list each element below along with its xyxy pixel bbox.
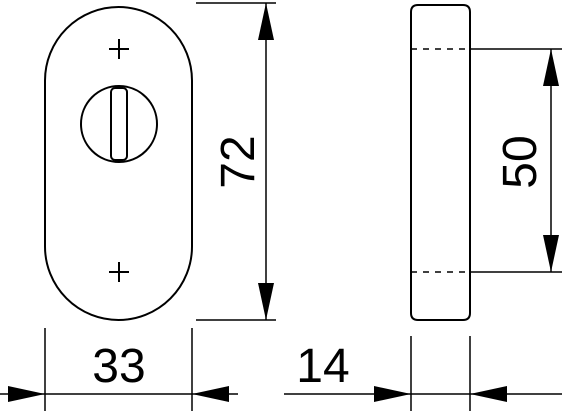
dimension-height-label: 72 <box>212 135 265 188</box>
dimension-width: 33 <box>0 328 238 411</box>
dimension-hole-spacing-label: 50 <box>494 135 547 188</box>
dimension-depth-label: 14 <box>296 340 349 393</box>
turn-knob-icon <box>80 85 158 163</box>
top-screw-icon <box>109 39 129 59</box>
dimension-hole-spacing: 50 <box>470 48 562 273</box>
front-view <box>44 6 193 321</box>
dimension-depth: 14 <box>284 336 562 411</box>
side-view <box>410 4 471 321</box>
escutcheon-outline <box>44 6 193 321</box>
dimension-height: 72 <box>196 2 276 321</box>
side-profile-outline <box>410 4 471 321</box>
bottom-screw-icon <box>109 262 129 282</box>
dimension-width-label: 33 <box>92 340 145 393</box>
